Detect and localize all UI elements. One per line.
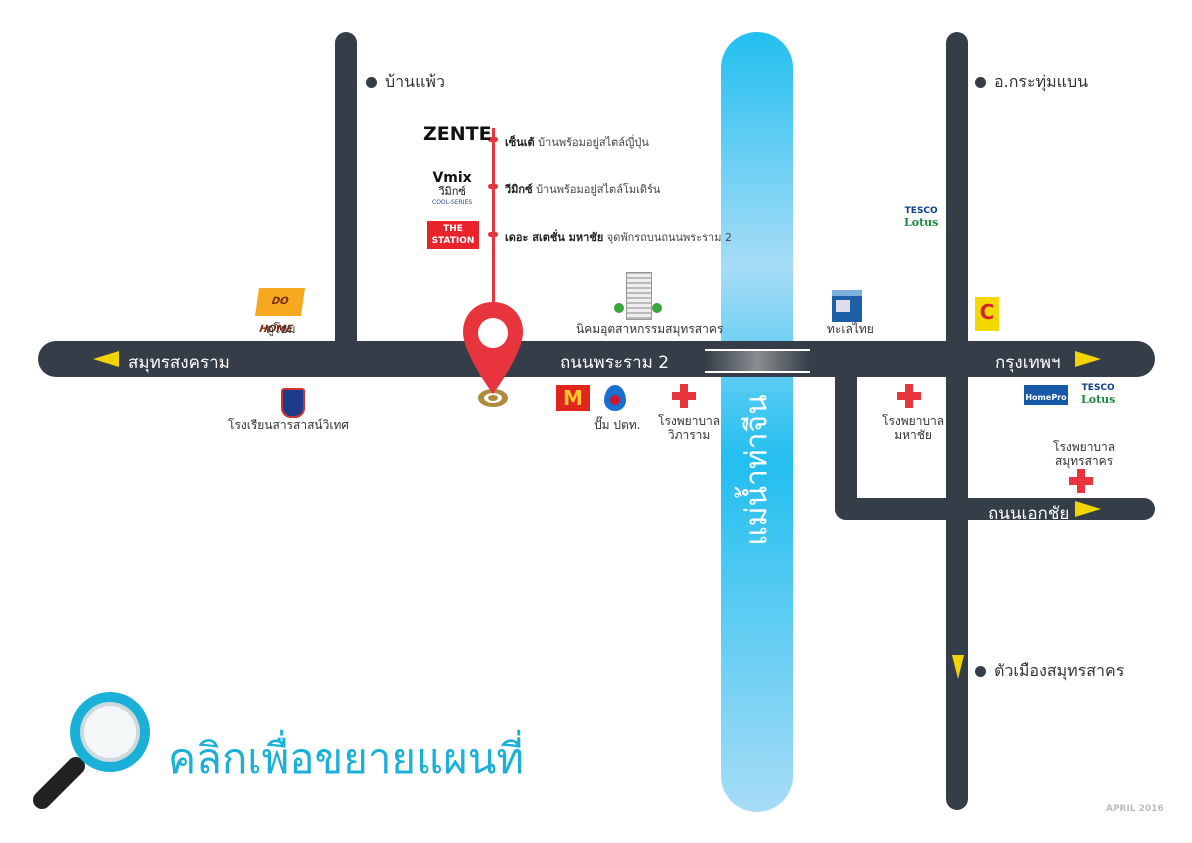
arrow-south-icon <box>952 655 964 679</box>
place-city: ตัวเมืองสมุทรสาคร <box>975 659 1124 684</box>
place-hospital-vipharam: โรงพยาบาลวิภาราม <box>658 414 720 442</box>
arrow-ekachai-icon <box>1075 501 1101 517</box>
line: มหาชัย <box>894 428 932 442</box>
hospital-icon <box>1069 469 1093 493</box>
river-label: แม่น้ำท่าจีน <box>739 394 775 546</box>
bullet <box>488 184 498 189</box>
place-school: โรงเรียนสารสาสน์วิเทศ <box>228 418 349 432</box>
name: เดอะ สเตชั่น มหาชัย <box>505 231 604 244</box>
magnifier-icon <box>33 692 150 809</box>
line: โรงพยาบาล <box>1053 440 1116 454</box>
tesco: TESCO <box>1081 383 1115 393</box>
desc: บ้านพร้อมอยู่สไตล์ญี่ปุ่น <box>538 136 649 149</box>
name: เซ็นเต้ <box>505 136 535 149</box>
tree-icon <box>614 303 624 313</box>
road-branch <box>835 370 857 520</box>
line: โรงพยาบาล <box>882 414 945 428</box>
arrow-west-icon <box>93 351 119 367</box>
vmix-logo: Vmix วีมิกซ์ COOL-SERIES <box>432 170 472 208</box>
location-pin-icon[interactable] <box>460 300 526 412</box>
ptt-logo-icon <box>604 385 626 411</box>
bullet <box>488 137 498 142</box>
school-crest-icon <box>281 388 305 418</box>
road-label-rama2: ถนนพระราม 2 <box>560 353 670 373</box>
river <box>721 32 793 812</box>
logo-sub: COOL-SERIES <box>432 199 473 206</box>
zente-logo: ZENTE <box>423 123 492 145</box>
label: อ.กระทุ่มแบน <box>994 72 1089 91</box>
mcdonalds-logo: M <box>556 385 590 411</box>
label: บ้านแพ้ว <box>385 72 445 91</box>
label: ตัวเมืองสมุทรสาคร <box>994 661 1125 680</box>
place-krathum-baen: อ.กระทุ่มแบน <box>975 70 1088 95</box>
zoom-map-label: คลิกเพื่อขยายแผนที่ <box>168 734 525 783</box>
road-ban-phaeo <box>335 32 357 352</box>
desc: บ้านพร้อมอยู่สไตล์โมเดิร์น <box>536 183 661 196</box>
shop-icon <box>832 290 862 322</box>
building-icon <box>626 272 652 320</box>
road-label-ekachai: ถนนเอกชัย <box>988 504 1070 524</box>
homepro-logo: HomePro <box>1024 385 1068 405</box>
road-rama2 <box>38 341 1155 377</box>
hospital-icon <box>897 384 921 408</box>
logo: Vmix <box>432 170 472 186</box>
hospital-icon <box>672 384 696 408</box>
bullet <box>488 232 498 237</box>
place-thale-thai: ทะเลไทย <box>827 322 874 336</box>
tesco: TESCO <box>904 206 938 216</box>
place-ban-phaeo: บ้านแพ้ว <box>366 70 445 95</box>
name: วีมิกซ์ <box>505 183 533 196</box>
tree-icon <box>652 303 662 313</box>
road-label-east: กรุงเทพฯ <box>995 353 1061 373</box>
line: วิภาราม <box>667 428 711 442</box>
place-hospital-mahachai: โรงพยาบาลมหาชัย <box>882 414 944 442</box>
date-label: APRIL 2016 <box>1106 804 1164 814</box>
road-krathum-baen <box>946 32 968 810</box>
project-line <box>492 128 495 318</box>
bridge <box>705 349 810 373</box>
project-zente[interactable]: เซ็นเต้ บ้านพร้อมอยู่สไตล์ญี่ปุ่น <box>505 133 649 151</box>
place-industrial: นิคมอุตสาหกรรมสมุทรสาคร <box>576 322 724 336</box>
project-vmix[interactable]: วีมิกซ์ บ้านพร้อมอยู่สไตล์โมเดิร์น <box>505 180 660 198</box>
place-do-home: ดูโฮม <box>266 322 296 336</box>
zoom-map-button[interactable]: คลิกเพื่อขยายแผนที่ <box>28 688 588 813</box>
project-station[interactable]: เดอะ สเตชั่น มหาชัย จุดพักรถบนถนนพระราม … <box>505 228 732 246</box>
place-ptt: ปั๊ม ปตท. <box>594 418 641 432</box>
road-label-west: สมุทรสงคราม <box>128 353 230 373</box>
place-hospital-samut: โรงพยาบาลสมุทรสาคร <box>1053 440 1115 468</box>
lotus: Lotus <box>904 216 939 229</box>
arrow-east-icon <box>1075 351 1101 367</box>
lotus: Lotus <box>1081 393 1116 406</box>
bigc-logo: C <box>975 297 999 331</box>
desc: จุดพักรถบนถนนพระราม 2 <box>606 231 732 244</box>
line: สมุทรสาคร <box>1055 454 1114 468</box>
station-logo: THE STATION <box>427 221 479 249</box>
line: โรงพยาบาล <box>658 414 721 428</box>
logo-th: วีมิกซ์ <box>438 185 466 198</box>
dohome-logo: DO HOME <box>255 288 305 335</box>
